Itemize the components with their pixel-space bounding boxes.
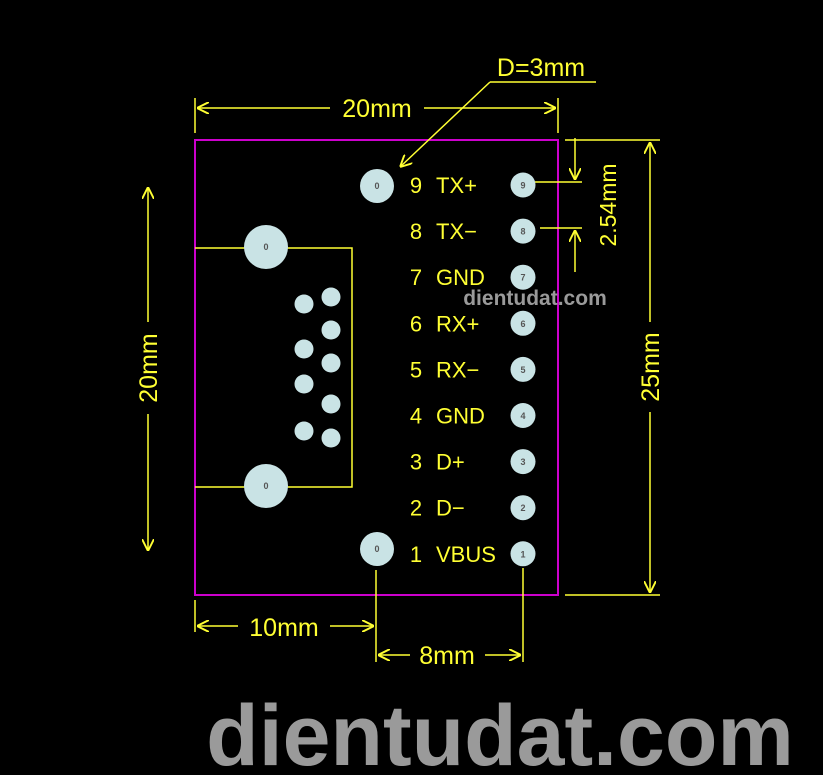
header-pin-2: 2 2 D− <box>410 495 536 521</box>
dimension-pitch <box>535 138 582 272</box>
pin-label: TX− <box>436 219 477 244</box>
pin-number: 8 <box>410 219 422 244</box>
header-pin-pad-number: 1 <box>520 549 525 559</box>
header-pin-3: 3 3 D+ <box>410 449 536 475</box>
header-pin-pad <box>510 218 536 244</box>
header-pin-pad-number: 9 <box>520 181 525 191</box>
header-pin-pad <box>510 264 536 290</box>
db9-pin <box>321 287 341 307</box>
width-label: 20mm <box>342 95 411 123</box>
offset-pins-label: 8mm <box>419 642 475 670</box>
dimension-hole <box>400 81 596 167</box>
dimension-offset-left <box>194 570 377 635</box>
pin-number: 9 <box>410 173 422 198</box>
mount-hole-pad <box>244 225 288 269</box>
db9-pin <box>321 394 341 414</box>
header-pin-pad <box>510 172 536 198</box>
pin-number: 3 <box>410 450 422 475</box>
mount-hole: 0 <box>360 169 394 203</box>
db9-pin <box>321 320 341 340</box>
pin-number: 4 <box>410 404 422 429</box>
dimension-offset-pins <box>375 568 524 662</box>
header-pin-pad <box>510 403 536 428</box>
mount-hole-number: 0 <box>263 242 268 252</box>
db9-pin <box>321 353 341 373</box>
pin-number: 6 <box>410 311 422 336</box>
mount-hole-pad <box>360 532 394 566</box>
header-pin-pad <box>510 356 536 382</box>
header-pin-pad-number: 7 <box>520 273 525 283</box>
watermark-small: dientudat.com <box>463 287 607 310</box>
board-outline <box>194 139 559 596</box>
pin-number: 7 <box>410 265 422 290</box>
pin-label: RX− <box>436 357 479 382</box>
mount-hole: 0 <box>244 225 288 269</box>
header-pin-pad <box>510 449 536 475</box>
pin-number: 5 <box>410 357 422 382</box>
mount-hole-number: 0 <box>263 481 268 491</box>
pitch-label: 2.54mm <box>595 163 621 246</box>
db9-pin <box>294 374 314 394</box>
header-pin-pad-number: 3 <box>520 457 525 467</box>
pin-label: RX+ <box>436 311 479 336</box>
mount-hole: 0 <box>244 464 288 508</box>
header-pin-7: 7 7 GND <box>410 264 536 290</box>
pin-label: VBUS <box>436 542 496 567</box>
header-pin-6: 6 6 RX+ <box>410 310 536 336</box>
connector-height-label: 20mm <box>135 333 163 402</box>
mount-hole-pad <box>244 464 288 508</box>
hole-label: D=3mm <box>497 54 585 82</box>
pin-number: 1 <box>410 542 422 567</box>
header-pin-pad <box>510 495 536 521</box>
header-pin-pad-number: 4 <box>520 411 525 421</box>
db9-pin <box>294 294 314 314</box>
header-pin-pad <box>510 310 536 336</box>
mount-hole-pad <box>360 169 394 203</box>
pin-label: TX+ <box>436 173 477 198</box>
header-pin-4: 4 4 GND <box>410 403 536 429</box>
pin-label: D− <box>436 496 465 521</box>
mount-hole-number: 0 <box>374 544 379 554</box>
pin-number: 2 <box>410 496 422 521</box>
db9-pin <box>321 428 341 448</box>
watermark-large: dientudat.com <box>206 688 794 775</box>
height-label: 25mm <box>637 332 665 401</box>
mount-hole-number: 0 <box>374 181 379 191</box>
header-pin-8: 8 8 TX− <box>410 218 536 244</box>
db9-pin <box>294 339 314 359</box>
db9-pin <box>294 421 314 441</box>
header-pin-1: 1 1 VBUS <box>410 541 536 567</box>
header-pin-pad-number: 2 <box>520 503 525 513</box>
pin-label: D+ <box>436 450 465 475</box>
header-pin-pad-number: 8 <box>520 227 525 237</box>
offset-left-label: 10mm <box>249 614 318 642</box>
dimension-height <box>565 139 660 596</box>
header-pin-pad <box>510 541 536 567</box>
header-pin-pad-number: 5 <box>520 365 525 375</box>
header-pin-pad-number: 6 <box>520 319 525 329</box>
mount-hole: 0 <box>360 532 394 566</box>
dimension-width <box>194 98 559 133</box>
header-pin-5: 5 5 RX− <box>410 356 536 382</box>
header-pin-9: 9 9 TX+ <box>410 172 536 198</box>
pin-label: GND <box>436 404 485 429</box>
pin-label: GND <box>436 265 485 290</box>
